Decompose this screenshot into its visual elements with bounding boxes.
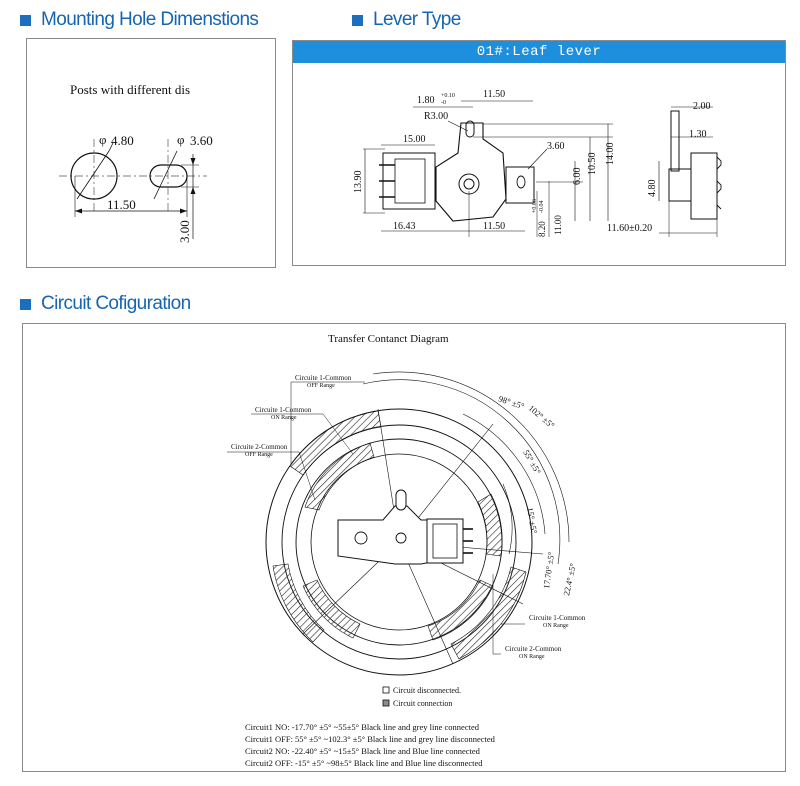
section-bullet-icon bbox=[20, 14, 31, 26]
dim-h-6: 6.00 bbox=[572, 168, 583, 186]
dim-top-offset-tol-upper: +0.10 bbox=[441, 93, 455, 99]
label-c1-on-left-2: ON Range bbox=[271, 415, 297, 421]
dim-left-width: 15.00 bbox=[403, 134, 426, 145]
dim-height: 3.00 bbox=[177, 220, 192, 243]
dim-h-1050: 10.50 bbox=[587, 153, 598, 176]
dim-h-14: 14.00 bbox=[605, 143, 616, 166]
mounting-section-header: Mounting Hole Dimenstions bbox=[20, 9, 259, 31]
dim-side-bottom: 11.60±0.20 bbox=[607, 223, 652, 234]
dim-d2: 3.60 bbox=[190, 133, 213, 148]
dim-v-820-tol-lower: -0.04 bbox=[539, 201, 545, 214]
outer-ring bbox=[265, 408, 533, 676]
label-c2-off-2: OFF Range bbox=[245, 452, 273, 458]
dim-v-820: 8.20 bbox=[537, 221, 547, 237]
dim-top-span: 11.50 bbox=[483, 89, 505, 100]
dim-v-820-tol-upper: +0.06 bbox=[532, 199, 538, 213]
side-body bbox=[690, 152, 718, 220]
note-4: Circuit2 OFF: -15° ±5° ~98±5° Black line… bbox=[245, 758, 483, 768]
dim-v-11: 11.00 bbox=[553, 215, 563, 235]
note-1: Circuit1 NO: -17.70° ±5° ~55±5° Black li… bbox=[245, 722, 480, 732]
dim-bottom-mid: 11.50 bbox=[483, 221, 505, 232]
section-title-circuit: Circuit Cofiguration bbox=[41, 293, 191, 314]
angle-1770: 17.70° ±5° bbox=[541, 551, 556, 589]
slot-hole bbox=[149, 164, 188, 188]
mounting-panel: Posts with different dis φ 4.80 3.60 φ 3… bbox=[26, 38, 276, 268]
mounting-note: Posts with different dis bbox=[70, 82, 190, 97]
section-title-mounting: Mounting Hole Dimenstions bbox=[41, 9, 259, 30]
label-c2-off-1: Circuite 2-Common bbox=[231, 443, 288, 451]
note-2: Circuit1 OFF: 55° ±5° ~102.3° ±5° Black … bbox=[245, 734, 496, 744]
label-c1-on-right-2: ON Range bbox=[543, 623, 569, 629]
angle-224: 22.4° ±5° bbox=[561, 562, 578, 596]
section-title-lever: Lever Type bbox=[373, 9, 461, 30]
large-hole bbox=[70, 152, 118, 200]
lever-banner: 01#:Leaf lever bbox=[293, 41, 785, 63]
dim-hole: 3.60 bbox=[547, 141, 565, 152]
angle-98: 98° ±5° bbox=[497, 393, 525, 411]
dia-symbol-1: φ bbox=[99, 132, 107, 147]
dim-d1: 4.80 bbox=[111, 133, 134, 148]
dim-top-offset: 1.80 bbox=[417, 95, 435, 106]
label-c2-on-2: ON Range bbox=[519, 654, 545, 660]
dim-top-offset-tol-lower: -0 bbox=[441, 100, 446, 106]
lever-tab bbox=[505, 166, 535, 204]
switch-body bbox=[337, 489, 473, 565]
lever-section-header: Lever Type bbox=[352, 9, 461, 31]
section-bullet-icon bbox=[352, 14, 363, 26]
dim-side-480: 4.80 bbox=[647, 180, 658, 198]
angle-102: 102° ±5° bbox=[527, 403, 557, 430]
dim-bottom-left: 16.43 bbox=[393, 221, 416, 232]
dim-span: 11.50 bbox=[107, 197, 136, 212]
dim-side-200: 2.00 bbox=[693, 101, 711, 112]
side-lever bbox=[670, 110, 680, 172]
label-c1-on-left-1: Circuite 1-Common bbox=[255, 406, 312, 414]
circuit-panel: Transfer Contanct Diagram bbox=[22, 323, 786, 772]
angle-15: 15° ±5° bbox=[525, 507, 539, 535]
circuit-section-header: Circuit Cofiguration bbox=[20, 293, 191, 315]
dia-symbol-2b: φ bbox=[177, 132, 185, 147]
diagram-title: Transfer Contanct Diagram bbox=[328, 333, 449, 345]
note-3: Circuit2 NO: -22.40° ±5° ~15±5° Black li… bbox=[245, 746, 481, 756]
dim-side-130: 1.30 bbox=[689, 129, 707, 140]
section-bullet-icon bbox=[20, 298, 31, 310]
dim-left-height: 13.90 bbox=[353, 171, 364, 194]
legend-connected-swatch bbox=[382, 699, 390, 707]
leaf-lever-drawing: 1.80 +0.10 -0 11.50 R3.00 15.00 3.60 6.0… bbox=[353, 89, 722, 237]
lever-slot bbox=[465, 120, 475, 138]
lever-panel: 01#:Leaf lever 1.80 +0.10 -0 11.50 R3.00… bbox=[292, 40, 786, 266]
transfer-contact-diagram: Transfer Contanct Diagram bbox=[227, 333, 586, 768]
mounting-hole-drawing: Posts with different dis φ 4.80 3.60 φ 3… bbox=[59, 82, 213, 243]
label-c1-off-2: OFF Range bbox=[307, 383, 335, 389]
label-c2-on-1: Circuite 2-Common bbox=[505, 645, 562, 653]
legend-disconnected: Circuit disconnected. bbox=[393, 686, 461, 695]
label-c1-on-right-1: Circuite 1-Common bbox=[529, 614, 586, 622]
legend-disconnected-swatch bbox=[382, 686, 390, 694]
dim-radius: R3.00 bbox=[424, 111, 448, 122]
label-c1-off-1: Circuite 1-Common bbox=[295, 374, 352, 382]
legend-connected: Circuit connection bbox=[393, 699, 452, 708]
lever-body bbox=[435, 122, 507, 222]
